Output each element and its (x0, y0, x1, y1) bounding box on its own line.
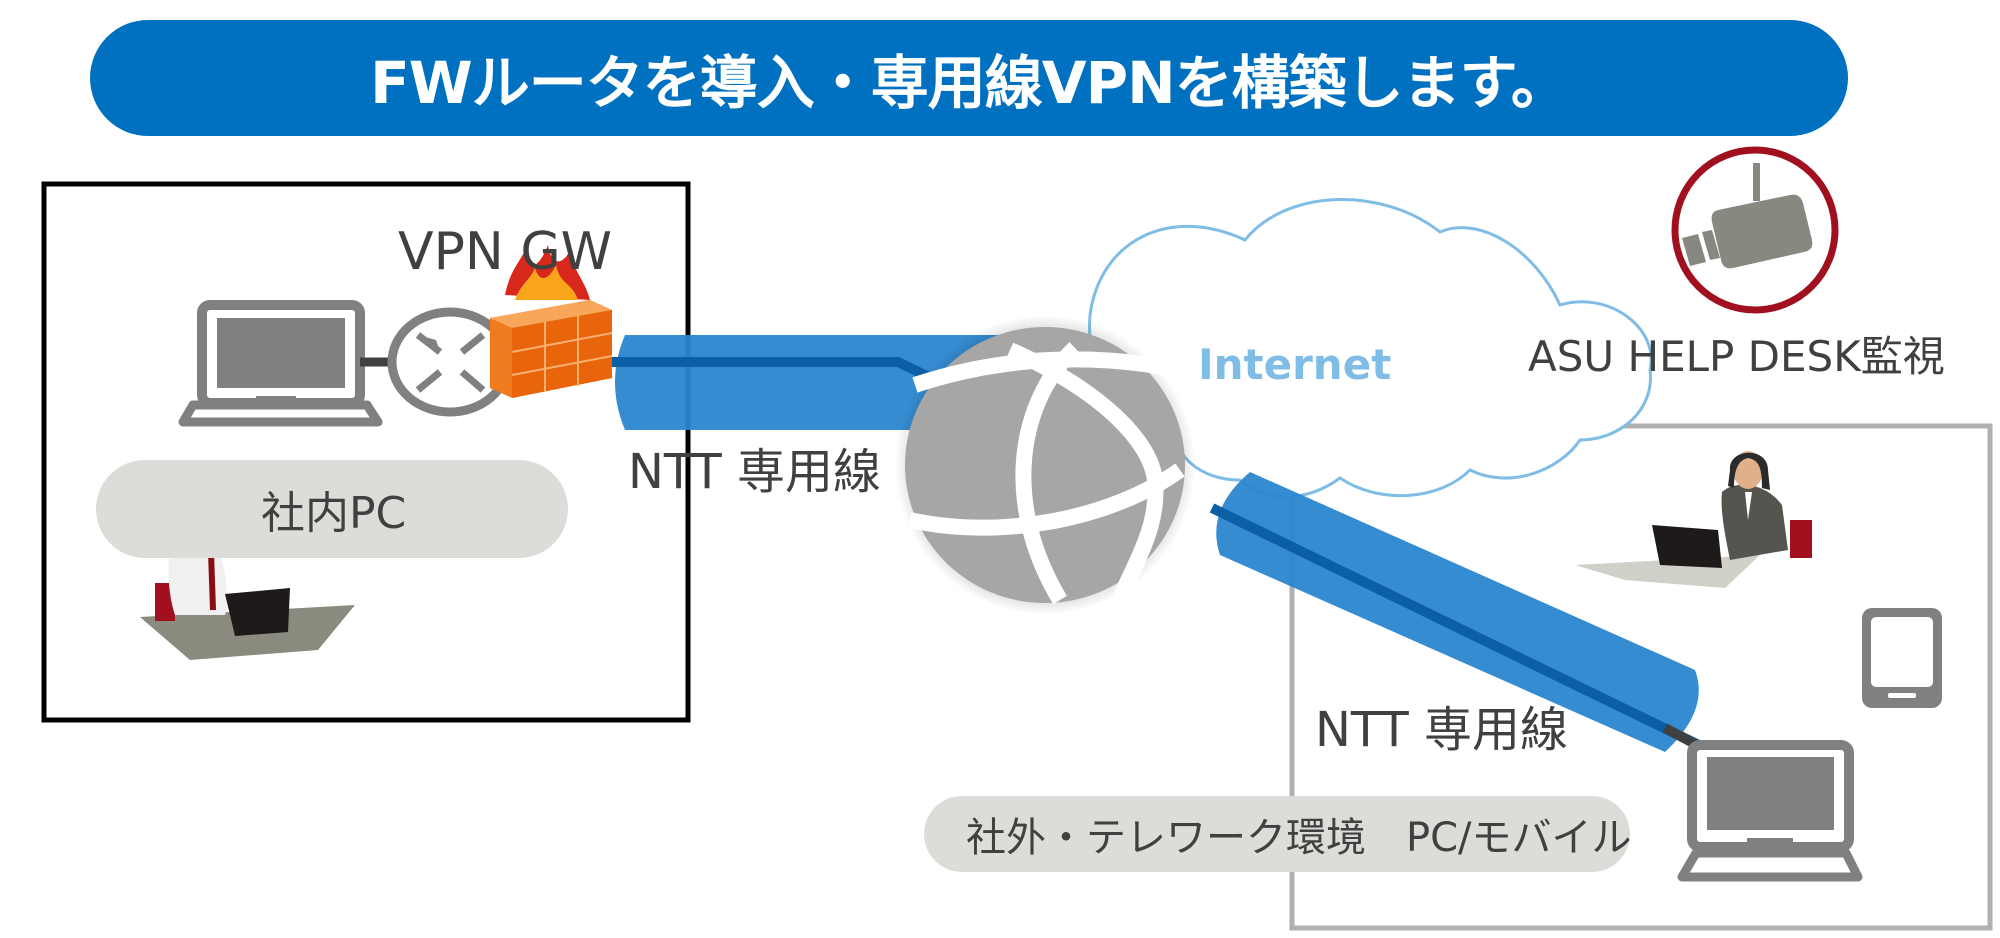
office-laptop-icon (178, 300, 383, 427)
remote-env-label: 社外・テレワーク環境 PC/モバイル (966, 815, 1632, 861)
remote-boundary (1289, 423, 1993, 931)
internet-label: Internet (1198, 340, 1392, 389)
remote-line-label: NTT 専用線 (1315, 702, 1568, 758)
remote-worker-illustration (1575, 451, 1812, 588)
router-icon (387, 307, 513, 417)
office-pc-label: 社内PC (261, 488, 407, 539)
firewall-icon (490, 245, 613, 398)
surveillance-camera-icon (1671, 146, 1839, 314)
helpdesk-monitoring-label: ASU HELP DESK監視 (1528, 332, 1945, 381)
internet-cloud (1088, 198, 1653, 499)
office-line-label: NTT 専用線 (628, 444, 881, 500)
office-boundary (41, 181, 691, 723)
title-banner: FWルータを導入・専用線VPNを構築します。 (90, 20, 1848, 136)
remote-env-pill: 社外・テレワーク環境 PC/モバイル (924, 796, 1632, 872)
smartphone-icon (1862, 608, 1942, 708)
vpn-gateway-label: VPN GW (398, 222, 613, 282)
office-pc-pill: 社内PC (96, 460, 568, 558)
remote-laptop-icon (1677, 740, 1863, 882)
page-title: FWルータを導入・専用線VPNを構築します。 (370, 49, 1569, 117)
globe-icon (895, 315, 1195, 615)
